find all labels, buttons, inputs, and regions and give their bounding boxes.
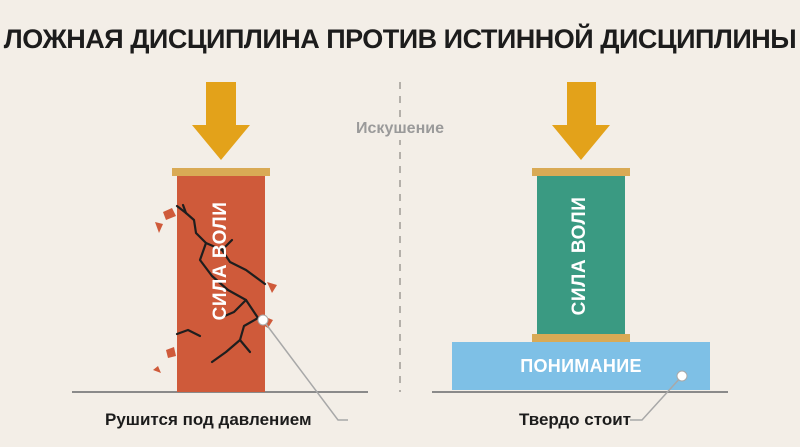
left-pillar-cap — [172, 168, 270, 176]
left-pointer-dot — [257, 314, 269, 326]
left-caption-pointer — [262, 319, 348, 421]
right-pillar-label: СИЛА ВОЛИ — [569, 196, 590, 316]
right-caption-pointer — [630, 375, 683, 421]
left-pressure-arrow-icon — [192, 82, 250, 160]
page-title: ЛОЖНАЯ ДИСЦИПЛИНА ПРОТИВ ИСТИННОЙ ДИСЦИП… — [3, 24, 797, 54]
right-caption: Твердо стоит — [519, 410, 631, 429]
right-pressure-arrow-icon — [552, 82, 610, 160]
right-pointer-dot — [676, 370, 688, 382]
left-pillar-cracks — [175, 203, 267, 364]
right-pillar-foot — [532, 334, 630, 342]
left-pillar-label: СИЛА ВОЛИ — [210, 201, 231, 321]
right-pillar — [537, 176, 625, 334]
temptation-label: Искушение — [340, 118, 460, 140]
left-caption: Рушится под давлением — [105, 410, 312, 429]
base-label: ПОНИМАНИЕ — [520, 356, 642, 376]
right-pillar-cap — [532, 168, 630, 176]
understanding-base — [452, 342, 710, 390]
